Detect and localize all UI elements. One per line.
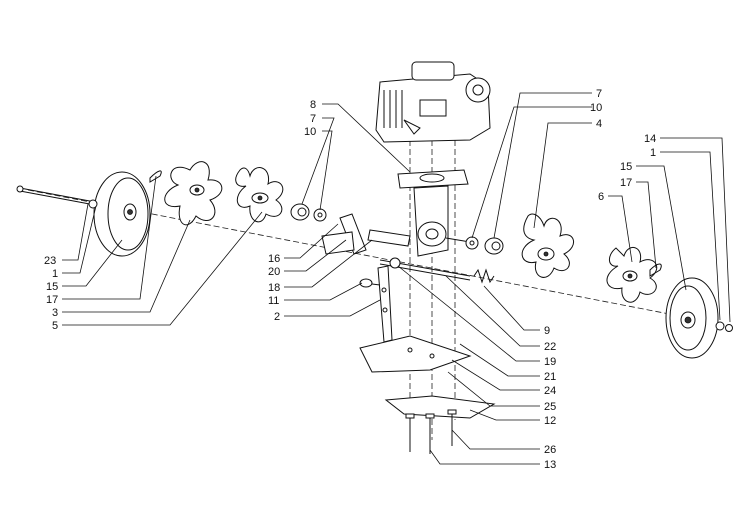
right-nut xyxy=(725,324,733,332)
right-wheel xyxy=(665,277,719,359)
callout-10-right: 10 xyxy=(590,102,602,114)
callout-12: 12 xyxy=(544,415,556,427)
callout-14: 14 xyxy=(644,133,656,145)
engine xyxy=(375,61,491,143)
left-inner-tine xyxy=(235,167,284,223)
gearbox-mount-plate xyxy=(397,169,469,189)
bolt-11 xyxy=(359,278,381,288)
callout-25: 25 xyxy=(544,401,556,413)
shaft xyxy=(379,257,471,281)
callout-11: 11 xyxy=(268,295,279,307)
axle-bolt xyxy=(16,185,96,206)
bottom-bolts xyxy=(405,409,457,454)
left-outer-tine xyxy=(164,161,223,226)
callout-19: 19 xyxy=(544,356,556,368)
drag-stake xyxy=(377,265,393,343)
callout-21: 21 xyxy=(544,371,556,383)
right-hairpin xyxy=(649,263,662,277)
callout-7-left: 7 xyxy=(310,113,316,125)
left-washer xyxy=(88,199,98,209)
callout-4: 4 xyxy=(596,118,602,130)
callout-8: 8 xyxy=(310,99,316,111)
left-spacer xyxy=(290,203,310,221)
callout-17-right: 17 xyxy=(620,177,632,189)
callout-15-right: 15 xyxy=(620,161,632,173)
callout-13: 13 xyxy=(544,459,556,471)
callout-18: 18 xyxy=(268,282,280,294)
callout-1-left: 1 xyxy=(52,268,58,280)
left-hairpin xyxy=(149,170,162,183)
callout-6: 6 xyxy=(598,191,604,203)
callout-17-left: 17 xyxy=(46,294,58,306)
right-washer xyxy=(715,321,725,331)
callout-9: 9 xyxy=(544,325,550,337)
callout-16: 16 xyxy=(268,253,280,265)
callout-26: 26 xyxy=(544,444,556,456)
callout-20: 20 xyxy=(268,266,280,278)
callout-22: 22 xyxy=(544,341,556,353)
shield xyxy=(359,335,472,373)
callout-15-left: 15 xyxy=(46,281,58,293)
spring xyxy=(473,268,495,284)
callout-23: 23 xyxy=(44,255,56,267)
depth-stake-bracket xyxy=(321,213,411,255)
callout-2: 2 xyxy=(274,311,280,323)
right-outer-tine xyxy=(606,247,658,303)
callout-7-right: 7 xyxy=(596,88,602,100)
callout-1-right: 1 xyxy=(650,147,656,159)
right-washer-10 xyxy=(465,236,479,250)
callout-24: 24 xyxy=(544,385,556,397)
left-wheel xyxy=(93,171,151,257)
callout-5: 5 xyxy=(52,320,58,332)
callout-3: 3 xyxy=(52,307,58,319)
left-washer-10 xyxy=(313,208,327,222)
right-inner-tine xyxy=(521,213,574,278)
right-spacer xyxy=(484,237,504,255)
callout-10-left: 10 xyxy=(304,126,316,138)
transmission-housing xyxy=(413,185,471,257)
leader-lines xyxy=(62,92,731,465)
flap xyxy=(384,395,496,419)
